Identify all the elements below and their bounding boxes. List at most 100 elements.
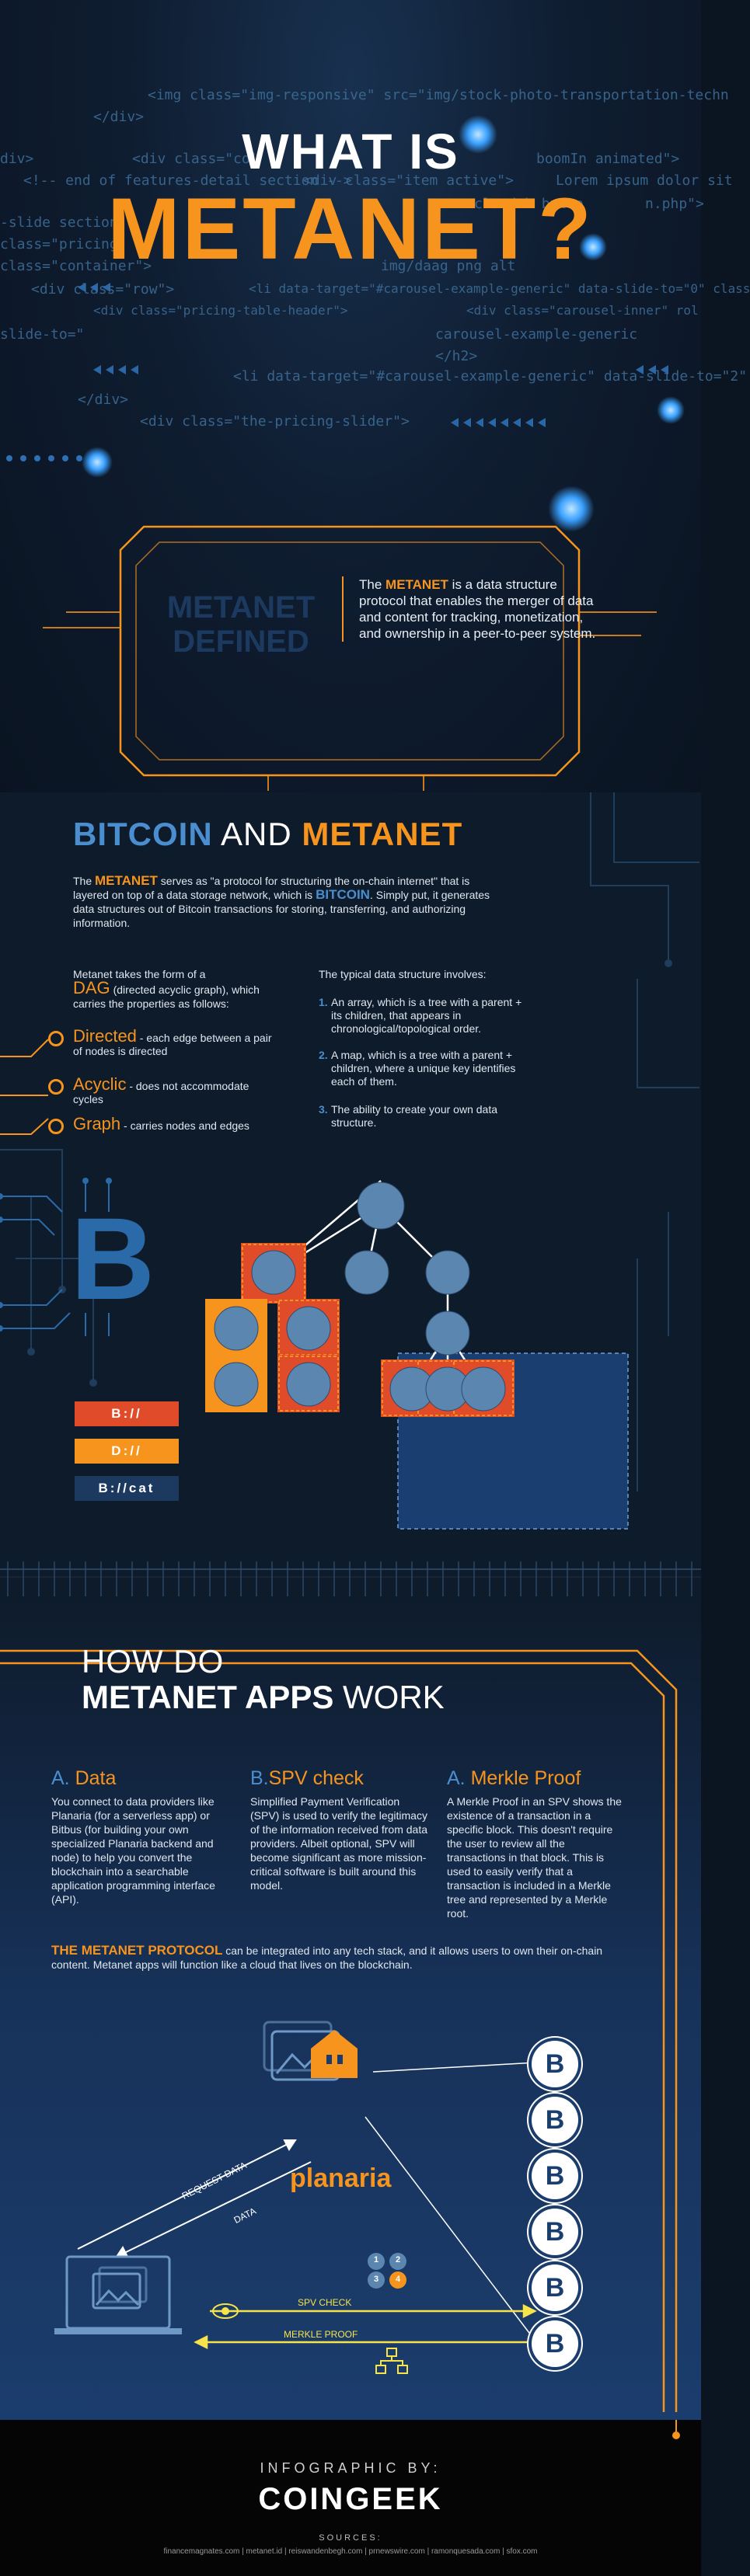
bitcoin-icon: B (70, 1193, 155, 1324)
bitcoin-block-icon: B (532, 2041, 578, 2087)
structure-item: 2.A map, which is a tree with a parent +… (319, 1049, 528, 1095)
text-fragment: The (73, 875, 96, 887)
heading-and: AND (212, 816, 302, 852)
footer: INFOGRAPHIC BY: COINGEEK SOURCES: financ… (0, 2420, 701, 2576)
property-graph: Graph - carries nodes and edges (48, 1114, 281, 1148)
light-glow (657, 396, 685, 424)
protocol-tag-b: B:// (75, 1401, 179, 1426)
item-text: An array, which is a tree with a parent … (331, 996, 522, 1035)
infographic-by-label: INFOGRAPHIC BY: (260, 2460, 441, 2476)
light-glow (82, 447, 113, 478)
property-desc: - each edge between a pair of nodes is d… (73, 1032, 272, 1057)
text-fragment: . Simply put, it generates data structur… (73, 889, 490, 929)
item-number: 3. (319, 1103, 328, 1116)
protocol-tag-bcat: B://cat (75, 1476, 179, 1501)
dag-highlight: DAG (73, 978, 110, 997)
column-merkle: A. Merkle Proof A Merkle Proof in an SPV… (447, 1767, 626, 1920)
light-glow (548, 486, 595, 532)
heading-bold: METANET APPS (82, 1679, 334, 1715)
brand-highlight: BITCOIN (316, 887, 370, 902)
property-name: Graph (73, 1114, 121, 1133)
text-fragment: serves as "a protocol for structuring th… (73, 875, 470, 901)
code-line: <div class="row"> (31, 281, 175, 298)
property-directed: Directed - each edge between a pair of n… (48, 1028, 281, 1068)
definition-heading-line2: DEFINED (173, 625, 309, 659)
column-title: Data (75, 1767, 117, 1789)
page-title-line2: METANET? (107, 180, 594, 277)
item-number: 2. (319, 1049, 328, 1061)
property-acyclic: Acyclic - does not accommodate cycles (48, 1074, 281, 1109)
column-data: A. Data You connect to data providers li… (51, 1767, 230, 1906)
code-line: Lorem ipsum dolor sit (556, 172, 733, 189)
heading-bitcoin: BITCOIN (73, 816, 213, 852)
column-spv: B.SPV check Simplified Payment Verificat… (250, 1767, 429, 1892)
bitcoin-metanet-section: BITCOIN AND METANET The METANET serves a… (0, 792, 701, 1596)
code-line: <li data-target="#carousel-example-gener… (233, 368, 748, 385)
code-line: <div class="the-pricing-slider"> (140, 413, 410, 430)
code-line: boomIn animated"> (536, 151, 680, 167)
code-line: <div class="item active"> (303, 172, 514, 189)
column-heading: A. Data (51, 1767, 230, 1790)
code-line: class="pricing- (0, 236, 127, 252)
column-heading: B.SPV check (250, 1767, 429, 1790)
page-title-line1: WHAT IS (242, 124, 459, 179)
code-line: <div class="col (132, 151, 259, 167)
bitcoin-block-icon: B (532, 2209, 578, 2255)
item-text: The ability to create your own data stru… (331, 1103, 498, 1129)
code-line: </div> (78, 392, 129, 408)
brand-highlight: METANET (385, 577, 448, 592)
apps-flow-diagram (54, 2021, 554, 2374)
hero-decoration (6, 283, 668, 461)
text-fragment: Metanet takes the form of a (73, 968, 206, 980)
property-name: Acyclic (73, 1074, 127, 1094)
property-desc: - does not accommodate cycles (73, 1080, 249, 1105)
heading-metanet: METANET (302, 816, 463, 852)
ring-icon (48, 1031, 64, 1046)
coingeek-logo: COINGEEK (258, 2482, 443, 2516)
hero-section: <img class="img-responsive" src="img/sto… (0, 0, 750, 792)
code-line: carousel-example-generic (435, 326, 638, 343)
structure-intro: The typical data structure involves: (319, 968, 487, 980)
dag-intro: Metanet takes the form of a DAG (directe… (73, 967, 283, 1011)
step-2: 2 (395, 2255, 401, 2264)
code-line: class="container"> (0, 258, 152, 274)
structure-item: 1.An array, which is a tree with a paren… (319, 996, 528, 1043)
column-text: You connect to data providers like Plana… (51, 1795, 215, 1906)
brand-highlight: THE METANET PROTOCOL (51, 1943, 223, 1958)
code-line: <!-- end of features-detail section --> (23, 172, 352, 189)
step-4: 4 (395, 2275, 401, 2284)
footer-decoration (672, 2420, 680, 2439)
code-line: n.php"> (645, 196, 704, 212)
dag-tree-diagram (205, 1180, 629, 1530)
code-line: div> (0, 151, 34, 167)
code-line: cloud h butto (474, 196, 584, 212)
bitcoin-block-icon: B (532, 2264, 578, 2311)
column-title: Merkle Proof (470, 1767, 581, 1789)
bitcoin-block-icon: B (532, 2320, 578, 2367)
apps-section: HOW DO METANET APPS WORK A. Data You con… (0, 1596, 701, 2420)
structure-item: 3.The ability to create your own data st… (319, 1103, 528, 1134)
spv-check-label: SPV CHECK (298, 2297, 352, 2308)
protocol-paragraph: THE METANET PROTOCOL can be integrated i… (51, 1944, 642, 1972)
text-fragment: is a data structure protocol that enable… (359, 577, 596, 641)
code-line: slide-to=" (0, 326, 85, 343)
light-glow (459, 115, 497, 154)
item-number: 1. (319, 996, 328, 1008)
property-desc: - carries nodes and edges (120, 1119, 249, 1132)
column-letter: A. (447, 1767, 466, 1789)
sources-list: financemagnates.com | metanet.id | reisw… (163, 2547, 538, 2556)
column-heading: A. Merkle Proof (447, 1767, 626, 1790)
code-line: -slide section (0, 214, 118, 231)
apps-heading-line1: HOW DO (82, 1643, 225, 1680)
light-glow (579, 233, 607, 261)
text-fragment: can be integrated into any tech stack, a… (51, 1944, 603, 1971)
section-heading: BITCOIN AND METANET (73, 816, 462, 853)
column-letter: B. (250, 1767, 269, 1789)
column-text: A Merkle Proof in an SPV shows the exist… (447, 1795, 622, 1920)
code-line: <div class="carousel-inner" rol (466, 303, 699, 318)
brand-highlight: METANET (95, 873, 158, 888)
apps-frame-lines (0, 1649, 678, 2412)
code-line: </h2> (435, 348, 478, 364)
ring-icon (48, 1119, 64, 1134)
column-letter: A. (51, 1767, 70, 1789)
